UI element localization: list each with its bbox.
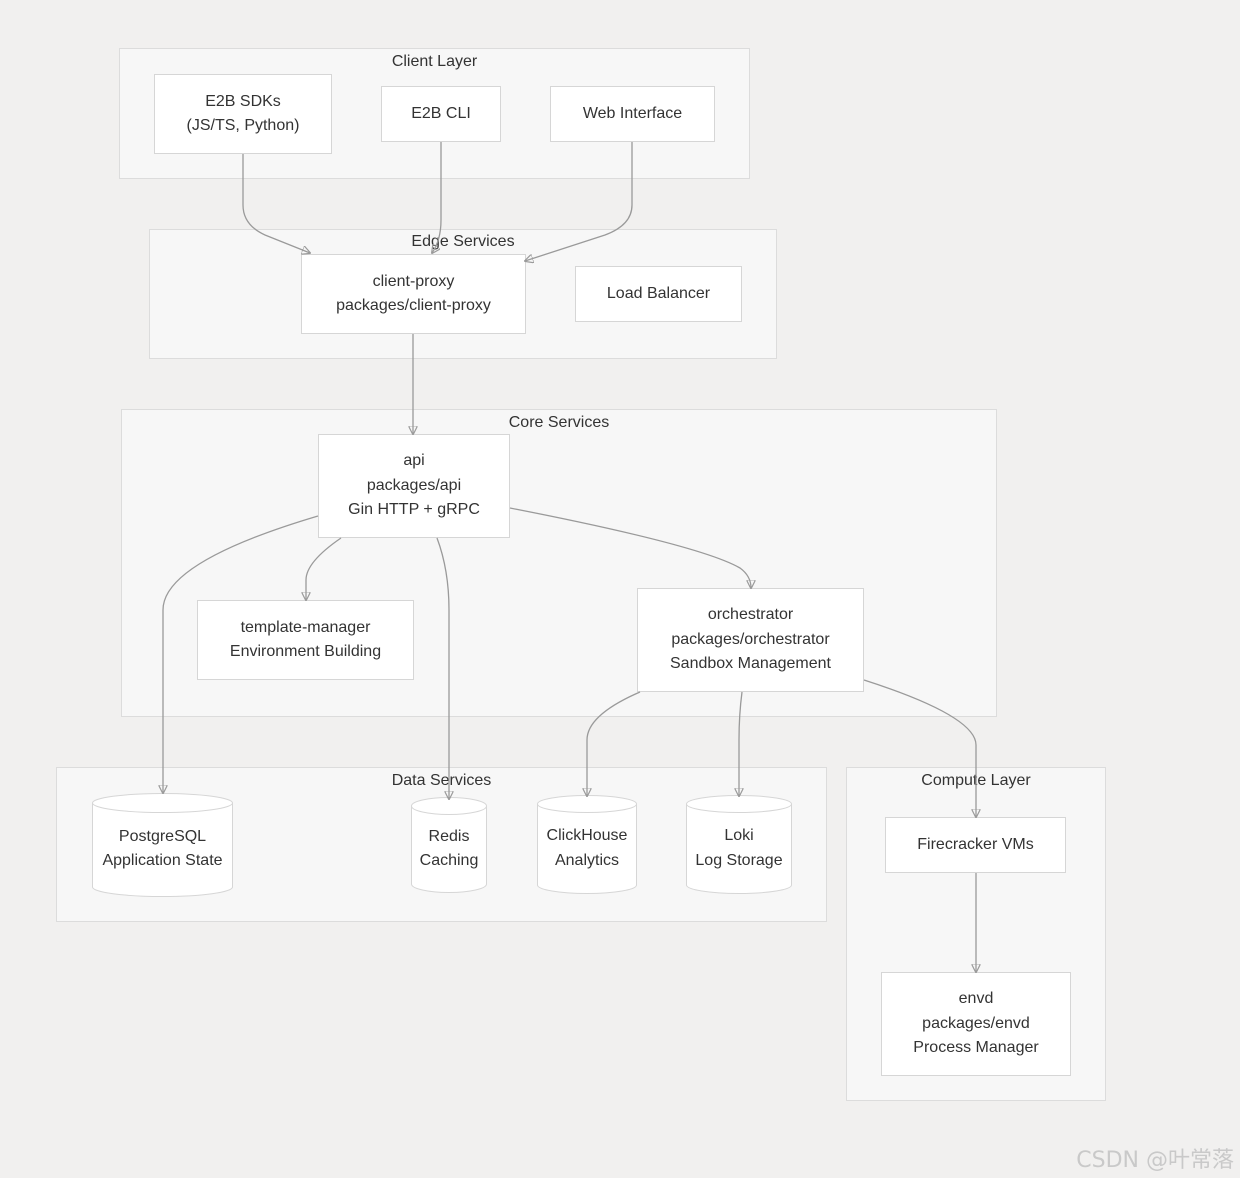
node-label-line: Environment Building [229,643,382,660]
watermark-text: CSDN @叶常落 [1076,1148,1234,1173]
database-cylinder-icon [686,795,792,894]
database-cylinder-icon [537,795,637,894]
node-label-line: ClickHouse [546,827,628,844]
node-label-line: Application State [102,852,223,869]
node-label-line: client-proxy [372,272,455,290]
node-e2b-cli[interactable]: E2B CLI [381,86,501,142]
node-label-line: envd [958,990,994,1008]
node-label-line: template-manager [240,618,371,636]
node-redis[interactable]: Redis Caching [411,797,487,893]
node-client-proxy[interactable]: client-proxy packages/client-proxy [301,254,526,334]
node-label-line: Log Storage [695,851,783,869]
node-label-line: orchestrator [707,606,794,624]
node-label-line: Gin HTTP + gRPC [348,501,480,519]
node-label-line: Firecracker VMs [917,835,1034,853]
node-label-line: Load Balancer [606,284,711,302]
node-label-line: packages/api [366,476,462,494]
cluster-title: Client Layer [391,53,478,70]
node-e2b-sdks[interactable]: E2B SDKs (JS/TS, Python) [154,74,332,154]
node-label-line: Sandbox Management [670,655,831,673]
node-orchestrator[interactable]: orchestrator packages/orchestrator Sandb… [637,588,864,692]
node-label-line: Redis [428,827,470,845]
node-label-line: packages/envd [922,1014,1030,1032]
node-template-manager[interactable]: template-manager Environment Building [197,600,414,680]
node-label-line: PostgreSQL [118,827,207,845]
node-label-line: Process Manager [913,1039,1039,1057]
database-cylinder-icon [411,797,487,893]
node-clickhouse[interactable]: ClickHouse Analytics [537,795,637,894]
node-label-line: Loki [724,827,754,844]
node-label-line: E2B CLI [411,104,471,122]
cluster-title: Data Services [391,772,492,789]
node-label-line: Caching [419,852,479,869]
node-api[interactable]: api packages/api Gin HTTP + gRPC [318,434,510,538]
node-load-balancer[interactable]: Load Balancer [575,266,742,322]
node-web-interface[interactable]: Web Interface [550,86,715,142]
node-postgresql[interactable]: PostgreSQL Application State [92,793,233,897]
node-label-line: Analytics [554,851,620,869]
node-loki[interactable]: Loki Log Storage [686,795,792,894]
node-label-line: E2B SDKs [205,92,281,110]
node-firecracker-vms[interactable]: Firecracker VMs [885,817,1066,873]
cluster-title: Core Services [508,414,610,431]
node-label-line: packages/client-proxy [336,297,491,314]
node-label-line: (JS/TS, Python) [186,117,300,134]
node-label-line: api [403,452,425,470]
node-label-line: packages/orchestrator [671,630,830,648]
database-cylinder-icon [92,793,233,897]
node-label-line: Web Interface [582,104,683,122]
cluster-title: Compute Layer [921,772,1031,789]
cluster-title: Edge Services [411,233,515,250]
node-envd[interactable]: envd packages/envd Process Manager [881,972,1071,1076]
